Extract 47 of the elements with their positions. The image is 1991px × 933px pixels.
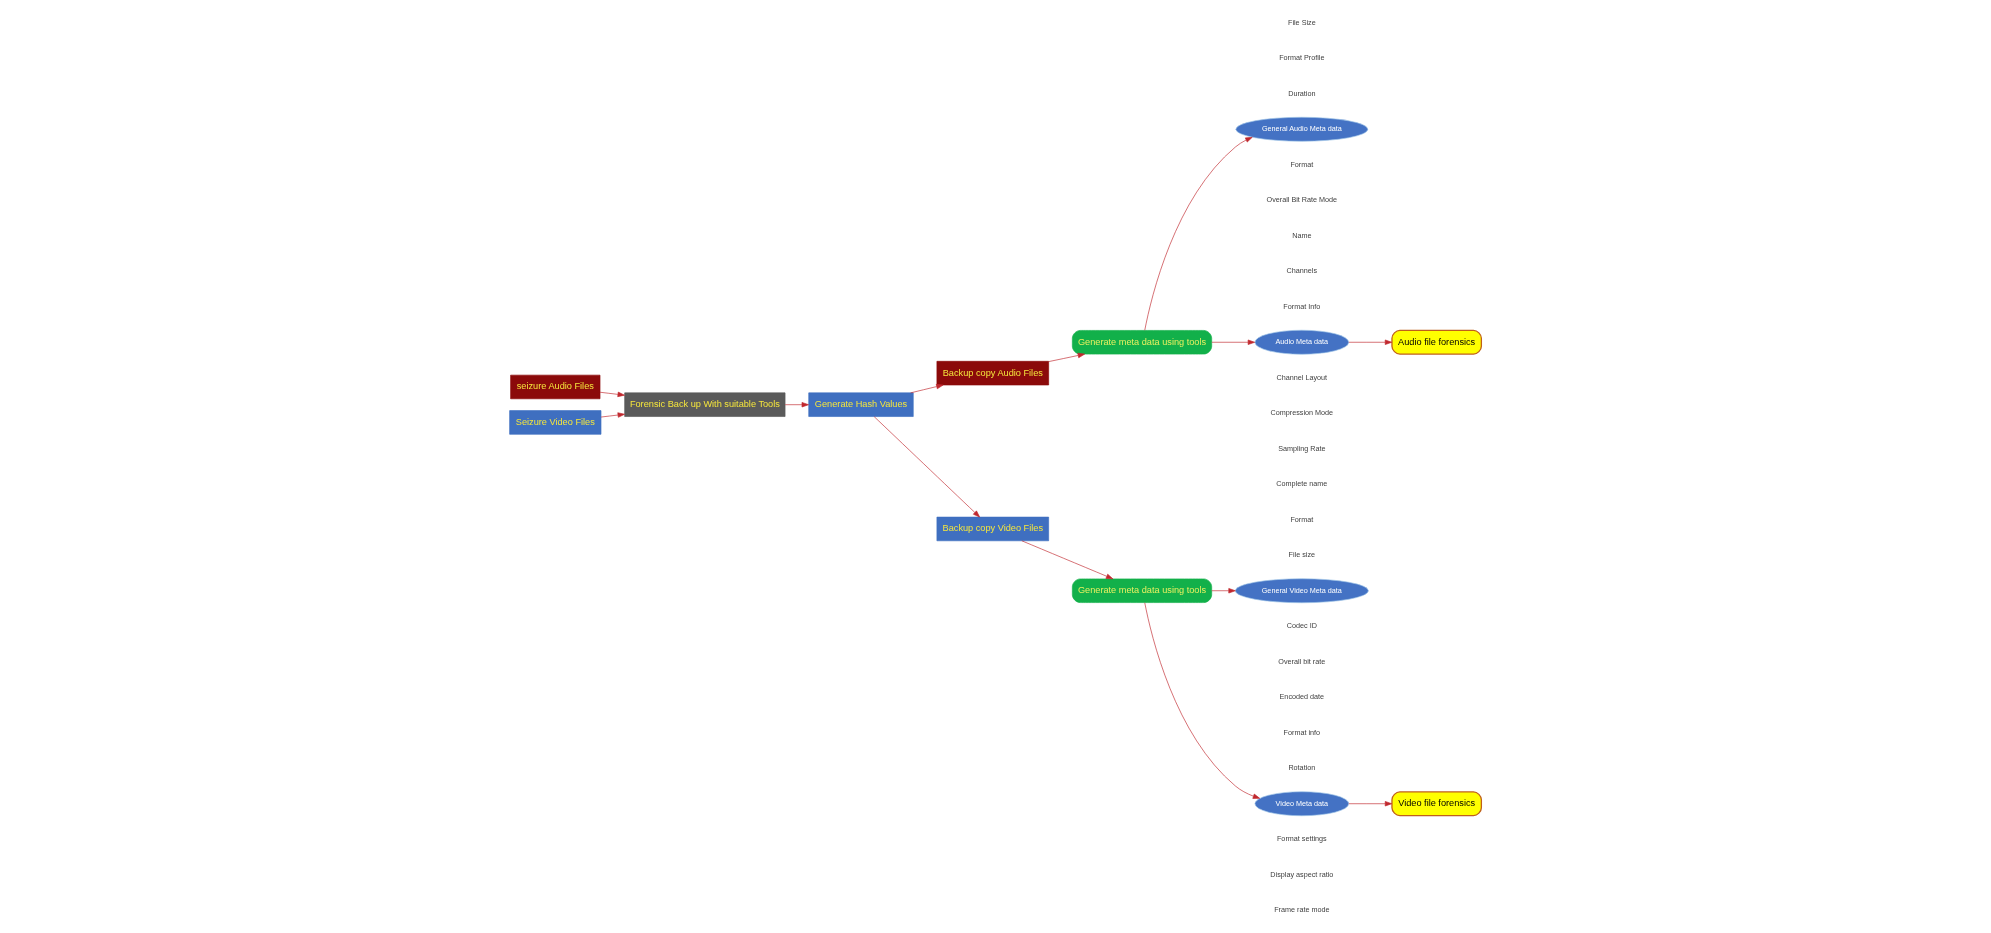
- node-label: Format: [1290, 514, 1314, 524]
- node-label: Format Profile: [1279, 53, 1325, 63]
- node-box: Seizure Video Files: [509, 410, 602, 435]
- node-label: Channel Layout: [1276, 372, 1328, 382]
- node-box: Backup copy Audio Files: [936, 361, 1049, 386]
- node-label: Format: [1290, 159, 1314, 169]
- node-label: Sampling Rate: [1278, 443, 1326, 453]
- node-label: Display aspect ratio: [1270, 869, 1334, 879]
- arrow: [1211, 339, 1255, 345]
- node-label: File Size: [1287, 17, 1316, 27]
- arrow: [1144, 136, 1253, 331]
- node-box: Generate Hash Values: [808, 392, 914, 417]
- node-box: Generate meta data using tools: [1072, 578, 1213, 603]
- arrow: [873, 416, 980, 518]
- node-label: Overall bit rate: [1278, 656, 1326, 666]
- node-label: Rotation: [1288, 763, 1316, 773]
- node-box: Audio file forensics: [1391, 329, 1483, 355]
- arrow: [599, 391, 625, 397]
- arrow: [1348, 339, 1393, 345]
- node-label: Name: [1292, 230, 1312, 240]
- node-box: Forensic Back up With suitable Tools: [624, 392, 786, 417]
- node-label: Compression Mode: [1270, 408, 1334, 418]
- arrow: [600, 412, 625, 418]
- node-label: Codec ID: [1286, 621, 1317, 631]
- arrow: [784, 402, 809, 408]
- node-box: seizure Audio Files: [510, 374, 601, 400]
- arrow: [1144, 602, 1261, 799]
- node-label: Format Info: [1283, 301, 1321, 311]
- node-label: Complete name: [1276, 479, 1328, 489]
- node-ellipse: General Video Meta data: [1234, 578, 1369, 604]
- node-label: File size: [1288, 550, 1316, 560]
- arrow: [1348, 801, 1393, 807]
- node-box: Generate meta data using tools: [1072, 330, 1213, 355]
- node-label: Overall Bit Rate Mode: [1266, 195, 1338, 205]
- arrow: [1211, 588, 1236, 594]
- arrow: [1048, 352, 1085, 362]
- node-label: Channels: [1286, 266, 1318, 276]
- node-label: Duration: [1288, 88, 1316, 98]
- node-label: Format info: [1283, 727, 1321, 737]
- node-box: Backup copy Video Files: [936, 516, 1049, 542]
- node-label: Encoded date: [1279, 692, 1325, 702]
- arrow: [1021, 540, 1114, 580]
- node-label: Frame rate mode: [1274, 905, 1330, 915]
- node-label: Format settings: [1276, 834, 1327, 844]
- node-box: Video file forensics: [1391, 791, 1483, 817]
- arrow: [910, 384, 944, 394]
- node-ellipse: Audio Meta data: [1254, 329, 1350, 355]
